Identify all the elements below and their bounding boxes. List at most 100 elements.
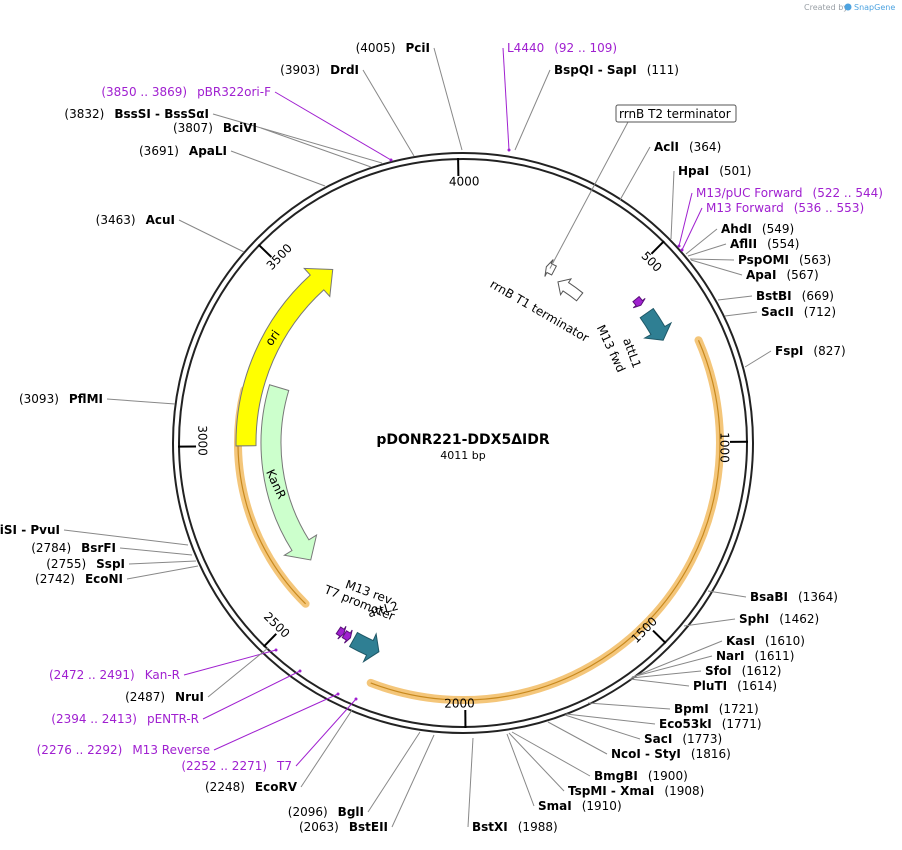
site-label: (2784)BsrFI — [31, 541, 116, 555]
site-label: BstXI(1988) — [472, 820, 558, 834]
site-position: (1610) — [765, 634, 805, 648]
site-position: (554) — [767, 237, 799, 251]
site-label: AflII(554) — [730, 237, 799, 251]
tick-label: 2500 — [261, 609, 293, 640]
site-position: (669) — [802, 289, 834, 303]
site-leader — [511, 731, 591, 777]
site-label: (3691)ApaLI — [139, 144, 227, 158]
site-label: AclI(364) — [654, 140, 721, 154]
site-name: BstXI — [472, 820, 508, 834]
site-leader — [632, 640, 723, 678]
site-position: (3807) — [173, 121, 213, 135]
site-label: Eco53kI(1771) — [659, 717, 762, 731]
site-label: (2248)EcoRV — [205, 780, 298, 794]
tick-label: 4000 — [449, 174, 480, 189]
site-position: (2096) — [288, 805, 328, 819]
site-name: EcoRV — [255, 780, 298, 794]
site-position: (2487) — [125, 690, 165, 704]
site-position: (567) — [786, 268, 818, 282]
site-name: BssSI - BssSαI — [114, 107, 209, 121]
tick-mark — [257, 243, 273, 258]
site-leader — [619, 146, 651, 201]
site-position: (1771) — [722, 717, 762, 731]
site-position: (4005) — [356, 41, 396, 55]
site-name: M13/pUC Forward — [696, 186, 803, 200]
insert-highlight — [366, 336, 724, 705]
site-name: SphI — [739, 612, 769, 626]
site-label: SmaI(1910) — [538, 799, 622, 813]
feature-t7-promoter-feature — [335, 625, 347, 640]
site-name: PciI — [406, 41, 431, 55]
site-label: (2755)SspI — [46, 557, 125, 571]
site-leader — [630, 670, 702, 679]
tick-mark — [652, 629, 667, 644]
site-label: (2742)EcoNI — [35, 572, 123, 586]
site-position: (1611) — [755, 649, 795, 663]
site-position: (522 .. 544) — [813, 186, 883, 200]
site-position: (3850 .. 3869) — [101, 85, 187, 99]
site-position: (2276 .. 2292) — [37, 743, 123, 757]
site-position: (3832) — [64, 107, 104, 121]
site-label: (4005) PciI — [356, 41, 430, 55]
site-leader — [467, 737, 474, 828]
site-name: PluTI — [693, 679, 727, 693]
site-name: ApaI — [746, 268, 776, 282]
feature-ori — [235, 267, 334, 447]
site-leader — [717, 295, 753, 301]
site-label: KasI (1610) — [726, 634, 805, 648]
site-name: NcoI - StyI — [611, 747, 681, 761]
site-leader — [629, 678, 690, 687]
feature-kanr — [260, 384, 318, 561]
site-label: BspQI - SapI(111) — [554, 63, 679, 77]
site-leader — [212, 113, 383, 164]
site-name: NruI — [175, 690, 204, 704]
site-name: BspQI - SapI — [554, 63, 637, 77]
feature-m13-rev-feature — [341, 629, 353, 644]
site-name: AsiSI - PvuI — [0, 523, 60, 537]
site-name: KasI — [726, 634, 755, 648]
site-label: (3903)DrdI — [280, 63, 359, 77]
snapgene-logo-icon — [844, 3, 852, 11]
site-position: (3903) — [280, 63, 320, 77]
site-label: (2394 .. 2413)pENTR-R — [51, 712, 199, 726]
site-leader — [631, 655, 713, 678]
site-position: (2472 .. 2491) — [49, 668, 135, 682]
site-leader — [202, 670, 301, 720]
site-position: (1900) — [648, 769, 688, 783]
site-leader — [547, 721, 608, 755]
site-position: (536 .. 553) — [794, 201, 864, 215]
site-leader — [391, 734, 435, 828]
site-position: (3093) — [19, 392, 59, 406]
site-name: ApaLI — [189, 144, 227, 158]
site-label: (2096) BglI — [288, 805, 364, 819]
site-label: M13/pUC Forward (522 .. 544) — [696, 186, 883, 200]
site-name: BsrFI — [81, 541, 116, 555]
site-leader — [744, 350, 772, 368]
site-label: BstBI(669) — [756, 289, 834, 303]
site-leader — [670, 170, 675, 240]
plasmid-length: 4011 bp — [440, 449, 485, 462]
site-name: BglI — [338, 805, 364, 819]
site-name: AclI — [654, 140, 679, 154]
site-name: SacII — [761, 305, 794, 319]
site-leader — [295, 698, 357, 767]
site-name: T7 — [276, 759, 292, 773]
site-position: (1816) — [691, 747, 731, 761]
site-leader — [514, 69, 551, 151]
site-position: (712) — [804, 305, 836, 319]
site-position: (501) — [719, 164, 751, 178]
primer-mark — [274, 648, 278, 652]
site-leader — [367, 731, 421, 813]
site-label: HpaI(501) — [678, 164, 751, 178]
site-leader — [128, 560, 197, 565]
site-label: (3832) BssSI - BssSαI — [64, 107, 209, 121]
primer-mark — [677, 244, 681, 248]
site-label: PspOMI(563) — [738, 253, 831, 267]
site-label: BpmI(1721) — [674, 702, 759, 716]
site-name: BmgBI — [594, 769, 638, 783]
site-leader — [63, 529, 189, 546]
site-leader — [687, 243, 727, 257]
site-position: (549) — [762, 222, 794, 236]
site-position: (1721) — [719, 702, 759, 716]
